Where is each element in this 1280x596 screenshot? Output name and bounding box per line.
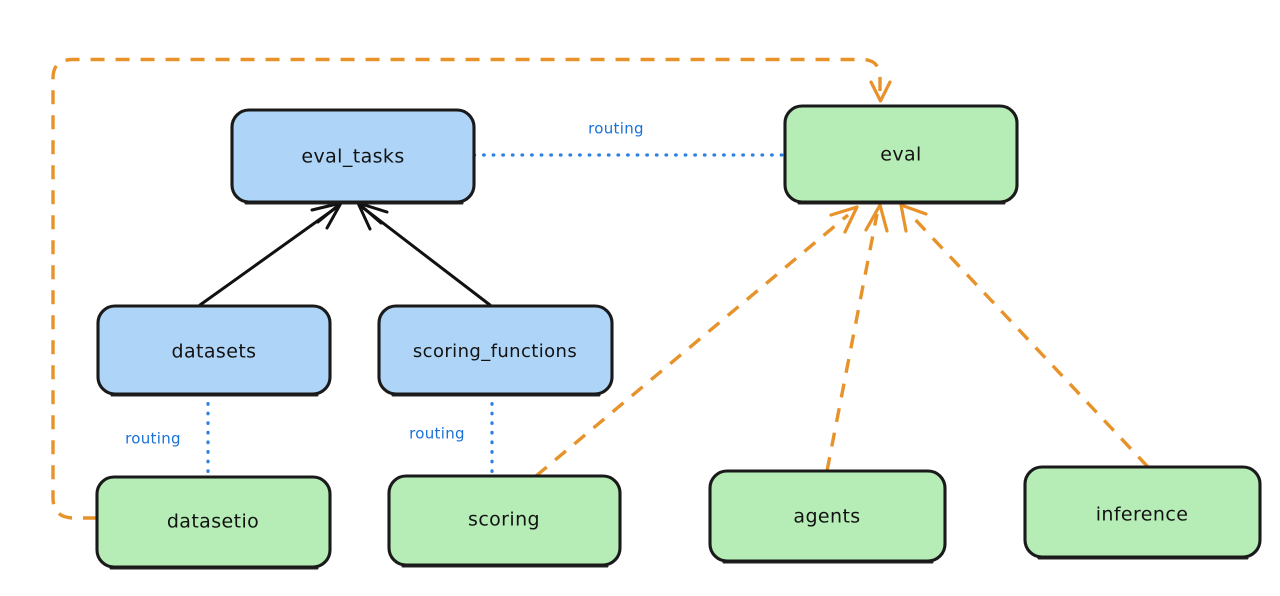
node-inference[interactable]: inference xyxy=(1023,465,1262,560)
node-agents[interactable]: agents xyxy=(708,469,947,564)
node-scoring[interactable]: scoring xyxy=(387,474,622,568)
edge-scoring-to-eval xyxy=(534,205,859,478)
node-eval-tasks-label: eval_tasks xyxy=(301,146,404,168)
edge-inference-to-eval xyxy=(899,203,1150,469)
node-eval-tasks-shape[interactable] xyxy=(230,108,476,204)
edge-scoring-functions-to-scoring-routing: routing xyxy=(409,392,494,478)
node-datasets-label: datasets xyxy=(172,341,257,363)
node-datasets[interactable]: datasets xyxy=(96,304,332,397)
node-inference-shape[interactable] xyxy=(1023,465,1262,559)
node-datasets-shape[interactable] xyxy=(96,304,332,396)
edge-label-routing-datasets: routing xyxy=(125,430,181,448)
node-scoring-label: scoring xyxy=(468,509,540,531)
edge-datasets-to-datasetio-routing: routing xyxy=(125,392,210,479)
node-datasetio-label: datasetio xyxy=(167,511,259,533)
edge-label-routing-scoring-functions: routing xyxy=(409,425,465,443)
edge-datasets-to-eval-tasks xyxy=(198,201,343,307)
node-scoring-functions[interactable]: scoring_functions xyxy=(377,304,614,397)
node-agents-label: agents xyxy=(793,506,860,528)
node-eval[interactable]: eval xyxy=(783,104,1019,205)
edge-label-routing-eval-tasks: routing xyxy=(588,120,644,138)
node-datasetio-shape[interactable] xyxy=(95,475,332,569)
edge-datasetio-to-eval xyxy=(51,57,892,520)
edge-scoring-functions-to-eval-tasks xyxy=(356,201,492,307)
node-inference-label: inference xyxy=(1096,504,1189,526)
edge-agents-to-eval xyxy=(825,203,889,472)
node-eval-shape[interactable] xyxy=(783,104,1019,204)
node-scoring-functions-shape[interactable] xyxy=(377,304,614,396)
edge-eval-tasks-to-eval-routing: routing xyxy=(472,120,787,157)
node-datasetio[interactable]: datasetio xyxy=(95,475,332,570)
node-eval-label: eval xyxy=(880,144,921,166)
node-agents-shape[interactable] xyxy=(708,469,947,563)
node-scoring-shape[interactable] xyxy=(387,474,622,567)
node-eval-tasks[interactable]: eval_tasks xyxy=(230,108,476,205)
node-scoring-functions-label: scoring_functions xyxy=(413,341,577,362)
